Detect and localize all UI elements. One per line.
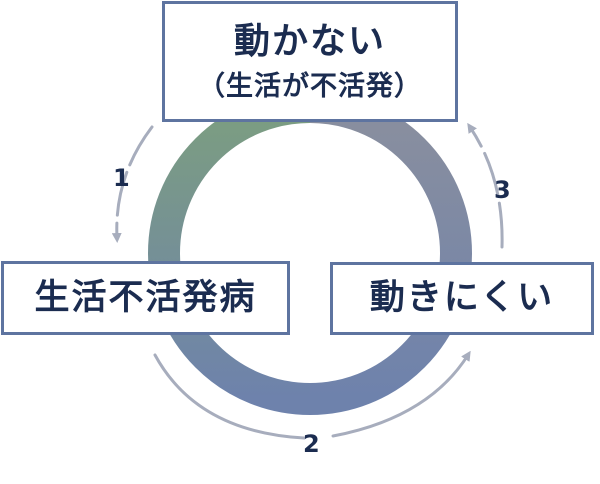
arrow-1 [111,125,154,243]
step-label-1: 1 [113,164,130,192]
node-left-box: 生活不活発病 [1,261,290,335]
ring-right-arc [309,91,472,415]
node-top-box: 動かない （生活が不活発） [162,1,458,122]
node-top-title: 動かない [233,21,386,62]
node-right-box: 動きにくい [330,262,594,335]
step-label-3: 3 [494,176,511,204]
arrow-3 [467,122,504,249]
ring-left-arc [148,91,311,415]
step-label-2: 2 [303,430,320,458]
arrow-2 [153,355,468,440]
node-top-subtitle: （生活が不活発） [198,71,422,102]
